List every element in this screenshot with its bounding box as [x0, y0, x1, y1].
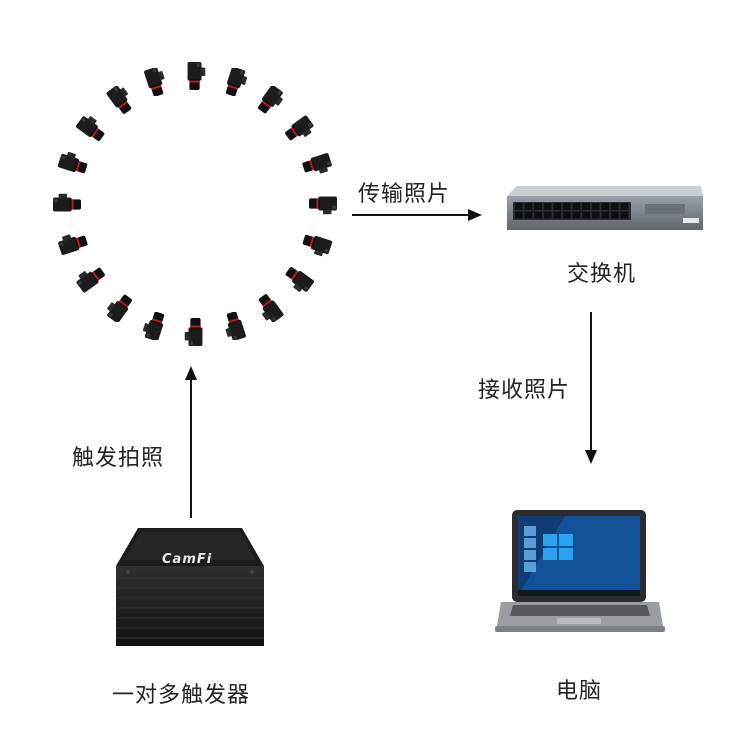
- trigger-box: CamFi: [110, 524, 270, 654]
- camera-icon: [285, 267, 314, 293]
- trigger-box-icon: [116, 528, 264, 646]
- camera-icon: [77, 267, 106, 293]
- switch-port: [543, 203, 552, 210]
- transfer-arrowhead-icon: [468, 209, 482, 221]
- switch-port: [553, 211, 562, 219]
- switch-port: [611, 203, 619, 210]
- receive-arrowhead-icon: [585, 450, 597, 464]
- switch-port: [534, 211, 542, 219]
- switch-icon: [507, 186, 703, 230]
- camera-icon: [258, 293, 284, 322]
- camera-icon: [302, 153, 332, 174]
- switch-port: [524, 211, 533, 219]
- camera-icon: [258, 86, 284, 114]
- switch-port: [572, 211, 581, 219]
- camera-icon: [106, 86, 132, 115]
- switch-port: [582, 203, 590, 210]
- transfer-arrow-line: [352, 214, 472, 216]
- camera-icon: [76, 115, 105, 141]
- camera-icon: [58, 234, 88, 255]
- switch-port: [601, 211, 610, 219]
- switch-label: 交换机: [567, 262, 637, 287]
- transfer-label: 传输照片: [358, 182, 451, 207]
- switch-port: [620, 211, 629, 219]
- camera-ring: [50, 60, 340, 350]
- switch-port: [543, 211, 552, 219]
- camera-icon: [302, 234, 332, 256]
- laptop-icon: [495, 510, 665, 632]
- camera-icon: [225, 68, 247, 97]
- camera-icon: [58, 152, 88, 174]
- camera-icon: [225, 311, 246, 340]
- switch-port: [553, 203, 562, 210]
- trigger-device-label: 一对多触发器: [112, 683, 251, 708]
- switch-port: [515, 203, 523, 210]
- switch-port: [572, 203, 581, 210]
- switch-port: [591, 211, 600, 219]
- switch-port: [611, 211, 619, 219]
- switch-port: [515, 211, 523, 219]
- switch-port: [524, 203, 533, 210]
- switch-port: [591, 203, 600, 210]
- camera-icon: [143, 311, 165, 340]
- receive-label: 接收照片: [478, 378, 571, 403]
- computer-label: 电脑: [556, 679, 603, 704]
- switch-port: [620, 203, 629, 210]
- trigger-arrowhead-icon: [185, 366, 197, 380]
- trigger-label: 触发拍照: [72, 446, 165, 471]
- camera-icon: [309, 196, 337, 215]
- switch-port: [601, 203, 610, 210]
- switch-port: [534, 203, 542, 210]
- switch-port: [582, 211, 590, 219]
- camera-icon: [53, 193, 81, 212]
- camera-icon: [184, 318, 203, 346]
- switch-port: [563, 203, 571, 210]
- trigger-brand: CamFi: [162, 552, 213, 567]
- camera-icon: [187, 62, 206, 90]
- camera-icon: [284, 115, 313, 141]
- switch-port: [563, 211, 571, 219]
- trigger-arrow-line: [190, 378, 192, 518]
- camera-icon: [144, 68, 165, 97]
- receive-arrow-line: [590, 312, 592, 452]
- camera-icon: [106, 294, 132, 322]
- laptop: [495, 508, 665, 638]
- network-switch: [505, 182, 705, 232]
